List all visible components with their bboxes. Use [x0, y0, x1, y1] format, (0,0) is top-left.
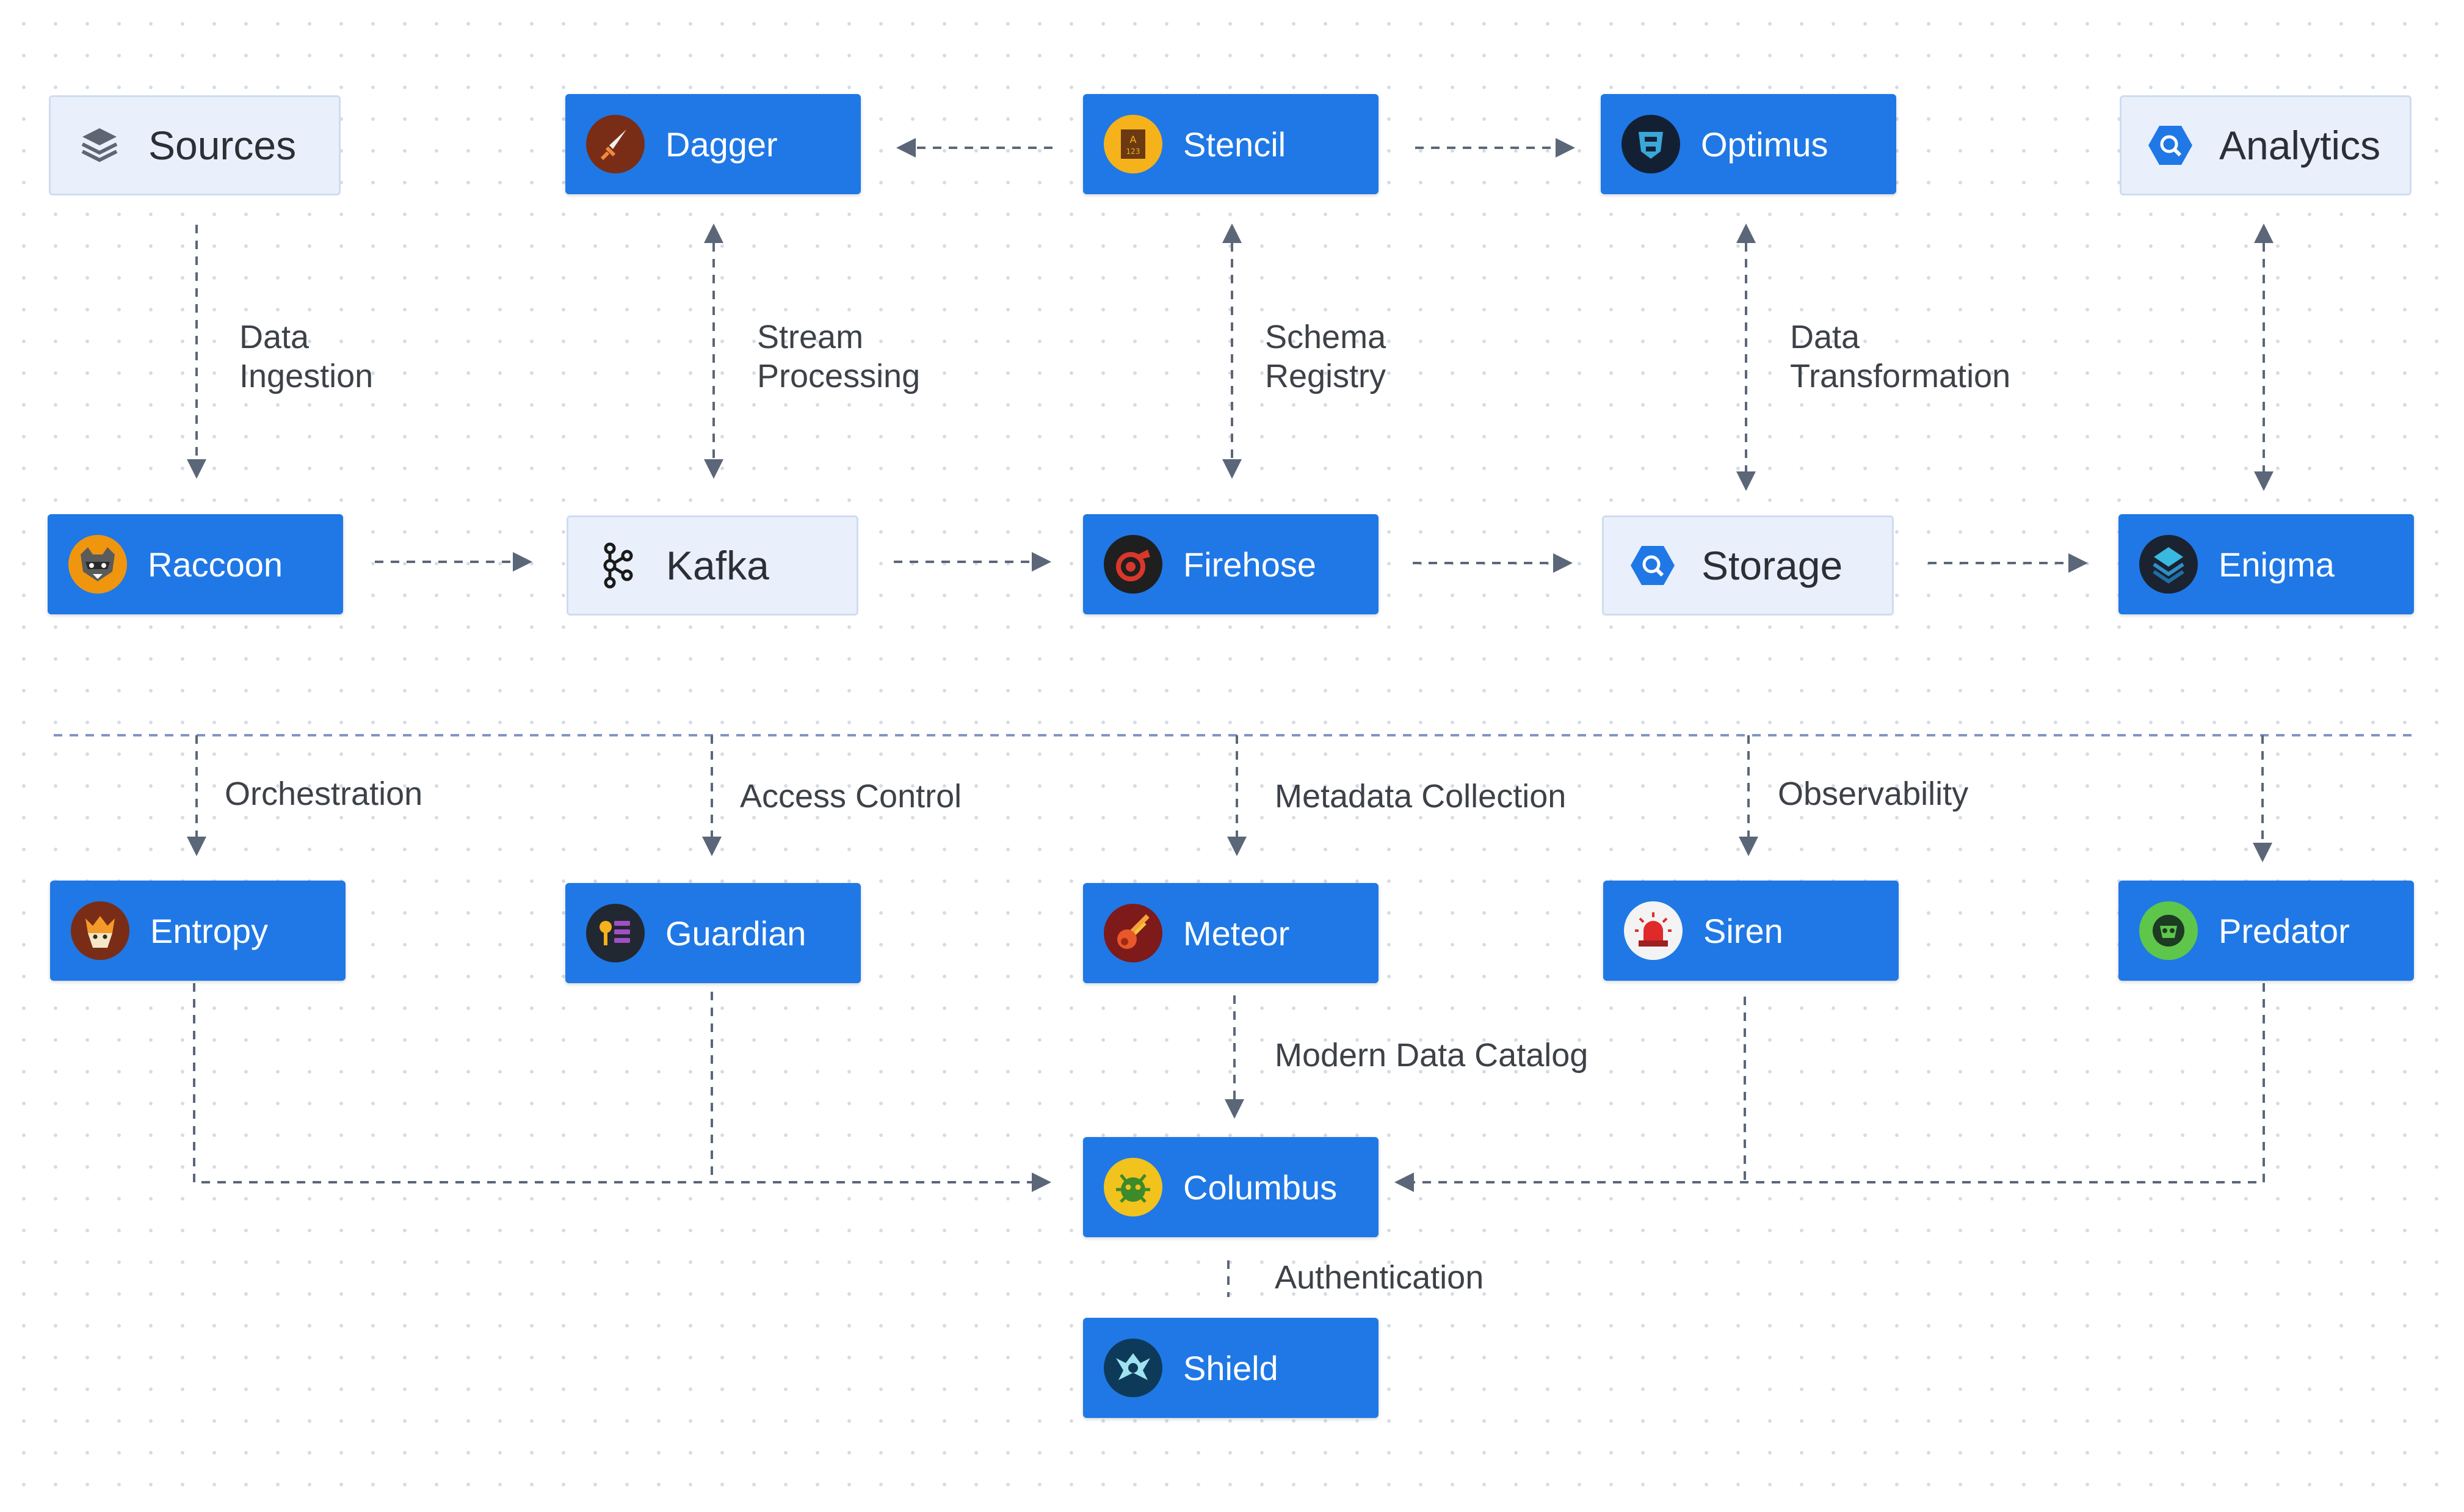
label-line: Transformation — [1790, 358, 2011, 394]
siren-icon — [1624, 901, 1683, 960]
label-access-control: Access Control — [740, 778, 962, 815]
node-label: Columbus — [1183, 1168, 1338, 1207]
node-stencil[interactable]: A 123 Stencil — [1083, 94, 1379, 194]
node-label: Raccoon — [148, 545, 283, 584]
label-line: Stream — [757, 319, 864, 355]
node-label: Kafka — [666, 543, 769, 588]
arrowhead — [2254, 224, 2274, 243]
arrowheads — [187, 138, 2274, 1192]
label-line: Registry — [1265, 358, 1386, 394]
node-storage[interactable]: Storage — [1602, 515, 1894, 616]
label-stream-processing: Stream Processing — [757, 318, 920, 396]
node-label: Dagger — [665, 125, 778, 164]
node-label: Analytics — [2219, 123, 2381, 168]
label-line: Schema — [1265, 319, 1386, 355]
svg-text:123: 123 — [1126, 147, 1140, 156]
node-label: Meteor — [1183, 914, 1290, 953]
arrowhead — [702, 837, 722, 856]
arrowhead — [896, 138, 916, 158]
node-label: Guardian — [665, 914, 806, 953]
arrowhead — [704, 459, 723, 479]
label-line: Data — [1790, 319, 1860, 355]
arrowhead — [1225, 1099, 1244, 1119]
firehose-icon — [1104, 535, 1162, 594]
node-label: Enigma — [2219, 545, 2335, 584]
node-label: Firehose — [1183, 545, 1316, 584]
label-line: Ingestion — [239, 358, 374, 394]
node-dagger[interactable]: Dagger — [565, 94, 861, 194]
node-kafka[interactable]: Kafka — [567, 515, 858, 616]
node-siren[interactable]: Siren — [1603, 881, 1899, 981]
arrowhead — [187, 459, 206, 479]
arrowhead — [1222, 459, 1242, 479]
bigquery-icon — [2146, 121, 2195, 170]
label-authentication: Authentication — [1275, 1259, 1484, 1296]
arrowhead — [1222, 224, 1242, 243]
node-firehose[interactable]: Firehose — [1083, 514, 1379, 614]
edge-entropy-columbus — [193, 983, 1032, 1183]
node-label: Sources — [148, 123, 297, 168]
label-modern-data-catalog: Modern Data Catalog — [1275, 1037, 1589, 1074]
edge-predator-columbus — [1414, 983, 2265, 1183]
arrowhead — [1227, 837, 1247, 856]
node-label: Predator — [2219, 911, 2350, 950]
arrowhead — [1032, 1172, 1051, 1192]
node-sources[interactable]: Sources — [49, 95, 341, 195]
arrowhead — [1736, 224, 1756, 243]
kafka-icon — [593, 541, 642, 590]
guardian-icon — [586, 904, 645, 962]
label-orchestration: Orchestration — [225, 776, 423, 812]
node-label: Siren — [1703, 911, 1783, 950]
arrowhead — [1736, 471, 1756, 491]
label-line: Processing — [757, 358, 921, 394]
shield-icon — [1104, 1339, 1162, 1397]
label-schema-registry: Schema Registry — [1265, 318, 1386, 396]
arrowhead — [704, 224, 723, 243]
node-predator[interactable]: Predator — [2118, 881, 2414, 981]
dagger-icon — [586, 115, 645, 173]
predator-icon — [2139, 901, 2198, 960]
node-meteor[interactable]: Meteor — [1083, 883, 1379, 983]
arrowhead — [2254, 471, 2274, 491]
node-guardian[interactable]: Guardian — [565, 883, 861, 983]
enigma-icon — [2139, 535, 2198, 594]
arrowhead — [1739, 837, 1758, 856]
node-enigma[interactable]: Enigma — [2118, 514, 2414, 614]
bigquery-icon — [1628, 541, 1677, 590]
node-analytics[interactable]: Analytics — [2120, 95, 2411, 195]
svg-text:A: A — [1130, 134, 1137, 145]
columbus-icon — [1104, 1158, 1162, 1216]
label-data-ingestion: Data Ingestion — [239, 318, 373, 396]
arrowhead — [2068, 553, 2088, 573]
meteor-icon — [1104, 904, 1162, 962]
arrowhead — [513, 552, 532, 572]
label-observability: Observability — [1778, 776, 1969, 812]
node-label: Storage — [1701, 543, 1843, 588]
entropy-icon — [71, 901, 129, 960]
arrowhead — [1394, 1172, 1414, 1192]
node-label: Optimus — [1701, 125, 1828, 164]
optimus-icon — [1622, 115, 1680, 173]
node-entropy[interactable]: Entropy — [50, 881, 346, 981]
arrowhead — [1556, 138, 1575, 158]
label-line: Data — [239, 319, 310, 355]
raccoon-icon — [68, 535, 127, 594]
arrowhead — [1032, 552, 1051, 572]
node-raccoon[interactable]: Raccoon — [48, 514, 343, 614]
node-columbus[interactable]: Columbus — [1083, 1137, 1379, 1237]
node-label: Entropy — [150, 911, 268, 950]
node-label: Stencil — [1183, 125, 1286, 164]
layers-icon — [75, 121, 124, 170]
label-data-transformation: Data Transformation — [1790, 318, 2010, 396]
node-optimus[interactable]: Optimus — [1601, 94, 1896, 194]
node-shield[interactable]: Shield — [1083, 1318, 1379, 1418]
node-label: Shield — [1183, 1348, 1278, 1387]
arrowhead — [2253, 843, 2272, 862]
stencil-icon: A 123 — [1104, 115, 1162, 173]
arrowhead — [1553, 553, 1573, 573]
label-metadata-collection: Metadata Collection — [1275, 778, 1567, 815]
arrowhead — [187, 837, 206, 856]
